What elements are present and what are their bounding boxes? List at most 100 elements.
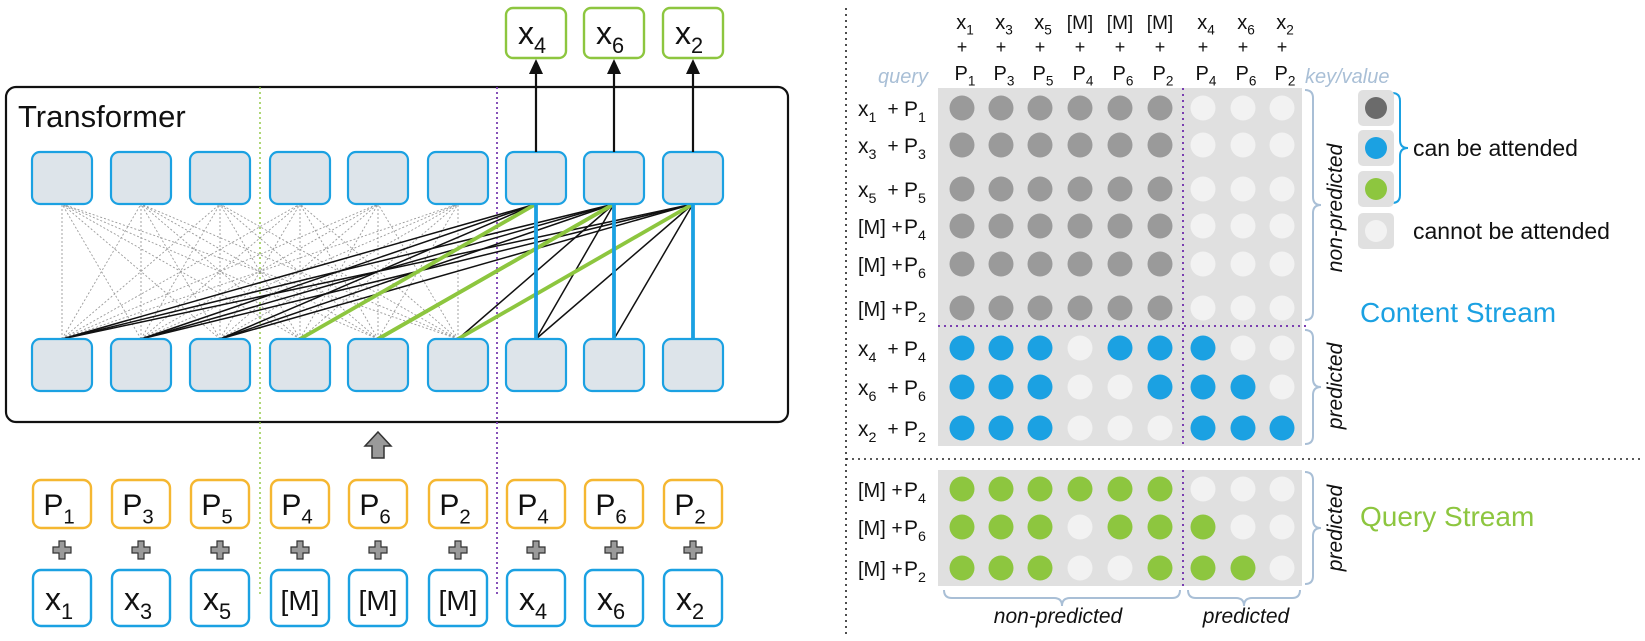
query-attended-green-dot [1147,555,1173,581]
content-attended-gray-dot [949,95,975,121]
content-attended-gray-dot [988,176,1014,202]
input-token-box [505,568,567,628]
query-not-attended-dot [1067,555,1093,581]
row-label-token-base: [M] [858,255,886,277]
row-label-plus: + [887,419,898,440]
lower-hidden-state-box [188,337,252,393]
vertical-brace [1304,89,1322,321]
query-not-attended-dot [1230,476,1256,502]
plus-icons [52,540,703,560]
transformer-label: Transformer [18,99,186,134]
row-label-token-sub: 1 [869,110,877,126]
query-attended-green-dot [1027,514,1053,540]
column-header-token-base: [M] [1147,13,1173,34]
column-header-token-base: [M] [1107,13,1133,34]
input-token-box [427,568,489,628]
column-header-token-sub: 1 [966,23,974,38]
query-attended-green-dot [1107,476,1133,502]
position-label: P1 [43,489,74,528]
content-attended-blue-dot [1230,415,1256,441]
column-header-token-base: x [956,12,966,34]
row-label-position-sub: 6 [918,389,926,405]
output-token-box [504,6,568,60]
content-not-attended-dot [1067,374,1093,400]
content-attended-gray-dot [949,176,975,202]
input-token-label: [M] [359,585,398,616]
position-label: P6 [359,489,390,528]
column-header-token-sub: 5 [1044,23,1052,38]
row-label-position: P4 [904,216,926,244]
side-label-non-predicted: non-predicted [1324,142,1347,272]
column-header-position: P4 [1196,63,1217,89]
column-header-token: x2 [1276,12,1294,38]
row-label-plus: + [887,136,898,157]
content-attended-gray-dot [1107,132,1133,158]
black-dependency-line [219,203,694,340]
position-label: P4 [517,489,548,528]
content-not-attended-dot [1107,374,1133,400]
content-not-attended-dot [1230,132,1256,158]
position-label-base: P [281,489,301,522]
row-label-token: [M] [858,299,886,321]
input-token-label: [M] [439,585,478,616]
position-label-base: P [517,489,537,522]
row-label-token: x2 [858,418,877,446]
row-label-position-sub: 4 [918,228,926,244]
query-not-attended-dot [1230,514,1256,540]
row-label-position-base: P [904,377,918,400]
vertical-brace [1304,471,1322,585]
lower-hidden-state-box [346,337,410,393]
plus-icon [368,540,388,560]
plus-icon [604,540,624,560]
input-token-label-sub: 5 [219,599,231,624]
content-attended-blue-dot [1190,335,1216,361]
column-header-position: P6 [1236,63,1257,89]
output-token-label-sub: 2 [691,33,703,58]
column-header-position: P4 [1073,63,1094,89]
horizontal-brace [1187,589,1301,607]
output-token-label: x2 [675,15,703,58]
position-box [269,478,331,530]
content-not-attended-dot [1269,213,1295,239]
legend-light-dot [1365,220,1387,242]
column-header-token: [M] [1147,13,1173,34]
query-not-attended-dot [1190,476,1216,502]
input-token-label-base: [M] [281,585,320,616]
gray-dependency-line [140,203,301,340]
query-attended-green-dot [949,476,975,502]
content-not-attended-dot [1067,335,1093,361]
row-label-position: P6 [904,254,926,282]
content-not-attended-dot [1190,295,1216,321]
content-not-attended-dot [1269,95,1295,121]
vertical-brace [1304,329,1322,445]
input-token-label: x1 [45,581,73,624]
content-not-attended-dot [1230,335,1256,361]
arrow-up-icon [607,59,621,74]
row-label-token-base: x [858,179,869,202]
content-attended-blue-dot [1107,335,1133,361]
position-label-base: P [595,489,615,522]
input-up-arrow-icon [363,430,393,459]
input-token-label: x3 [124,581,152,624]
row-label-position-base: P [904,216,918,239]
row-label-position-sub: 6 [918,266,926,282]
column-header-position-base: P [1153,63,1166,85]
content-attended-gray-dot [1067,251,1093,277]
content-attended-gray-dot [988,251,1014,277]
query-attended-green-dot [1230,555,1256,581]
row-label-token-sub: 5 [869,191,877,207]
column-header-token-sub: 2 [1286,23,1294,38]
row-label-position: P1 [904,98,926,126]
position-label: P2 [674,489,705,528]
column-header-token: x3 [995,12,1013,38]
query-not-attended-dot [1269,476,1295,502]
column-header-position: P3 [994,63,1015,89]
plus-icon [683,540,703,560]
column-header-token: x4 [1197,12,1215,38]
input-token-label-sub: 6 [613,599,625,624]
column-header-position-base: P [955,63,968,85]
column-header-position: P1 [955,63,976,89]
plus-icon [210,540,230,560]
